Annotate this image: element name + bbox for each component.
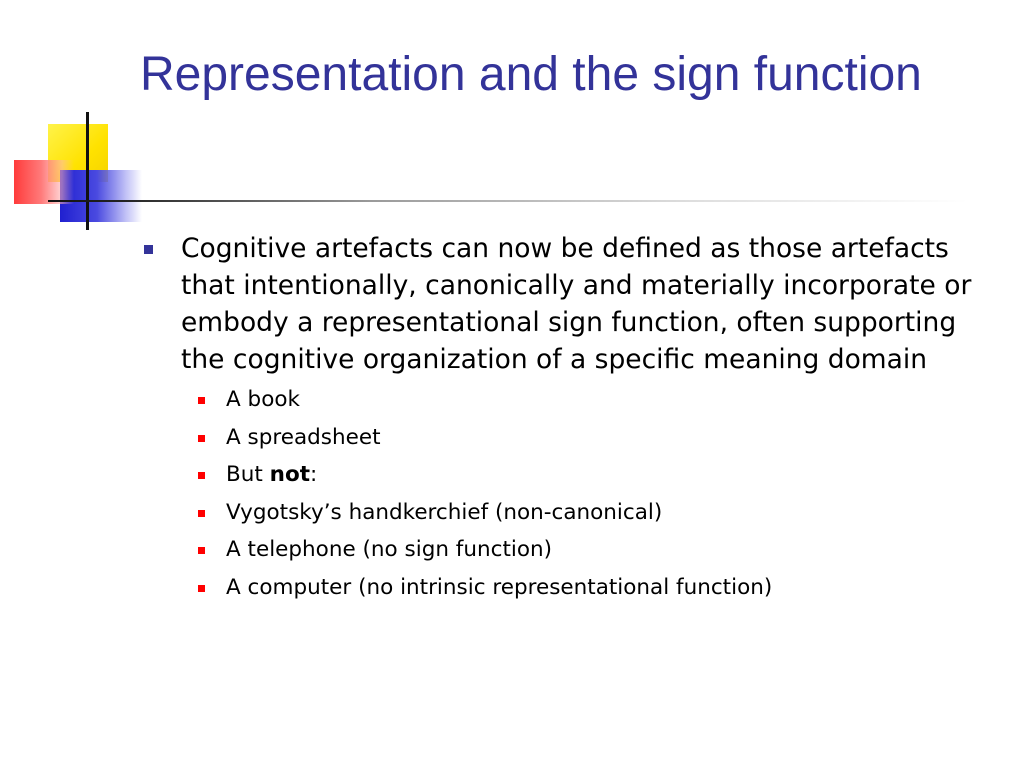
red-square-bullet-icon [198, 434, 205, 442]
sub-bullet-item: A spreadsheet [143, 419, 993, 457]
main-bullet-point: Cognitive artefacts can now be defined a… [143, 230, 993, 378]
slide-title: Representation and the sign function [140, 48, 922, 101]
title-divider [48, 200, 968, 202]
slide-body: Cognitive artefacts can now be defined a… [143, 230, 993, 606]
red-square-bullet-icon [198, 472, 205, 479]
sub-bullet-text: A spreadsheet [226, 424, 381, 450]
sub-bullet-item: A computer (no intrinsic representationa… [143, 569, 993, 607]
sub-bullet-item: Vygotsky’s handkerchief (non-canonical) [143, 494, 993, 532]
vertical-rule [86, 112, 89, 230]
sub-bullet-text: A telephone (no sign function) [226, 537, 553, 562]
sub-bullet-bold: not [269, 462, 310, 487]
sub-bullet-prefix: But [226, 462, 270, 487]
red-square-bullet-icon [198, 584, 205, 592]
sub-bullet-suffix: : [310, 462, 318, 487]
red-square-icon [14, 160, 74, 204]
sub-bullet-text: A book [226, 387, 300, 412]
decorative-squares-logo [0, 0, 200, 240]
red-square-bullet-icon [198, 509, 205, 517]
sub-bullet-item: But not: [143, 456, 993, 494]
sub-bullet-text: A computer (no intrinsic representationa… [226, 574, 773, 600]
main-bullet-text: Cognitive artefacts can now be defined a… [181, 233, 972, 375]
sub-bullet-text: Vygotsky’s handkerchief (non-canonical) [226, 499, 663, 525]
sub-bullet-list: A book A spreadsheet But not: Vygotsky’s… [143, 381, 993, 606]
sub-bullet-item: A telephone (no sign function) [143, 531, 993, 569]
sub-bullet-item: A book [143, 381, 993, 419]
red-square-bullet-icon [198, 547, 205, 554]
square-bullet-icon [144, 245, 153, 254]
red-square-bullet-icon [198, 397, 205, 404]
